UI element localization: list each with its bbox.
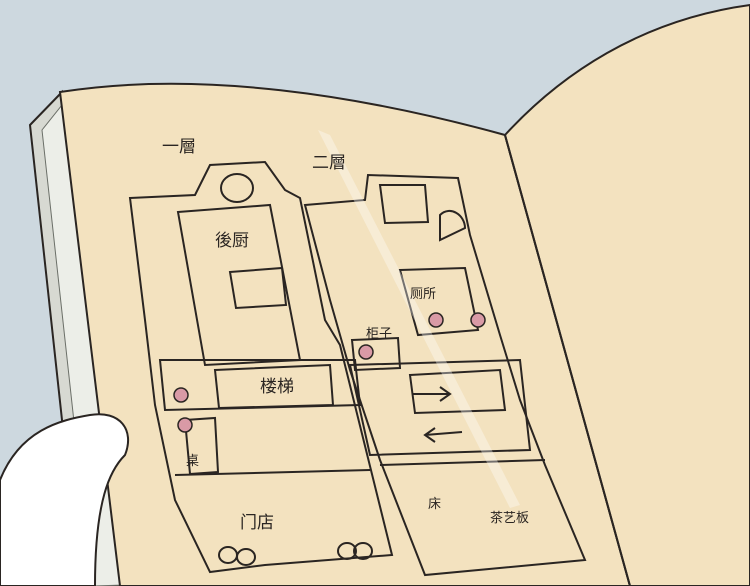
kitchen-label: 後厨	[215, 231, 249, 251]
floor-two-heading: 二層	[312, 153, 346, 173]
toilet-label: 厕所	[410, 287, 436, 302]
cabinet-label: 柜子	[366, 327, 392, 342]
stairs-label: 楼梯	[260, 377, 294, 397]
shop-front-label: 门店	[240, 513, 274, 533]
book-gutter	[504, 134, 631, 586]
floor-one-heading: 一層	[162, 137, 196, 157]
marker	[177, 417, 193, 433]
marker	[173, 387, 189, 403]
bed-label: 床	[428, 497, 441, 512]
arrow-left-icon	[423, 427, 463, 443]
tea-board-label: 茶艺板	[490, 510, 529, 526]
light-glare	[318, 130, 520, 508]
floor-one-plan	[128, 160, 394, 574]
floor-two-plan	[303, 173, 587, 577]
hand	[0, 413, 130, 586]
arrow-right-icon	[412, 386, 452, 402]
marker	[470, 312, 486, 328]
table-label: 桌	[186, 454, 199, 469]
marker	[358, 344, 374, 360]
marker	[428, 312, 444, 328]
